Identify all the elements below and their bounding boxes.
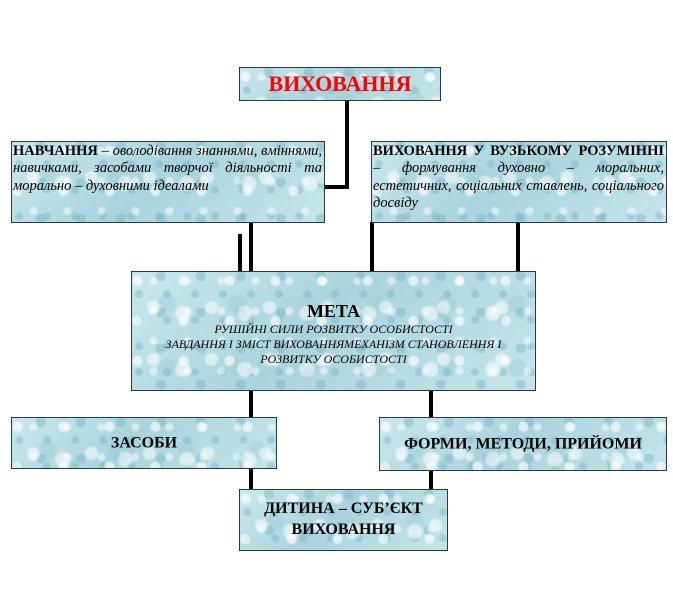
connector-title-to-left-box [324, 185, 349, 189]
goal-heading: МЕТА [306, 301, 361, 321]
goal-box: МЕТА РУШІЙНІ СИЛИ РОЗВИТКУ ОСОБИСТОСТІ З… [131, 271, 536, 391]
goal-content: МЕТА РУШІЙНІ СИЛИ РОЗВИТКУ ОСОБИСТОСТІ З… [132, 301, 535, 367]
learning-term: НАВЧАННЯ [13, 143, 98, 159]
connector-right-box-b [516, 222, 520, 272]
connector-left-box-b [249, 222, 253, 272]
connector-means-to-child [249, 468, 253, 490]
connector-center-to-forms [429, 390, 433, 418]
means-text: ЗАСОБИ [110, 434, 178, 452]
title-box: ВИХОВАННЯ [239, 67, 441, 101]
title-text: ВИХОВАННЯ [268, 71, 412, 96]
goal-line-driving-forces: РУШІЙНІ СИЛИ РОЗВИТКУ ОСОБИСТОСТІ [214, 321, 453, 336]
learning-text: НАВЧАННЯ – оволодівання знаннями, вміння… [13, 143, 322, 195]
learning-box: НАВЧАННЯ – оволодівання знаннями, вміння… [11, 141, 325, 223]
means-box: ЗАСОБИ [11, 417, 277, 469]
learning-definition: – оволодівання знаннями, вміннями, навич… [13, 143, 322, 194]
forms-methods-text: ФОРМИ, МЕТОДИ, ПРИЙОМИ [404, 435, 642, 453]
child-subject-text: ДИТИНА – СУБ’ЄКТ ВИХОВАННЯ [240, 499, 447, 541]
child-subject-line1: ДИТИНА – СУБ’ЄКТ [264, 500, 423, 518]
connector-left-box-a [238, 234, 242, 272]
upbringing-narrow-text: ВИХОВАННЯ У ВУЗЬКОМУ РОЗУМІННІ – формува… [373, 143, 664, 213]
child-subject-line2: ВИХОВАННЯ [291, 521, 396, 538]
connector-forms-to-child [429, 470, 433, 490]
forms-methods-box: ФОРМИ, МЕТОДИ, ПРИЙОМИ [379, 417, 667, 471]
connector-center-to-means [249, 390, 253, 418]
connector-title-down [345, 100, 349, 188]
connector-right-box-a [370, 222, 374, 272]
upbringing-narrow-box: ВИХОВАННЯ У ВУЗЬКОМУ РОЗУМІННІ – формува… [371, 141, 667, 223]
upbringing-narrow-definition: – формування духовно – моральних, естети… [373, 160, 664, 212]
goal-line-tasks-mechanism: ЗАВДАННЯ І ЗМІСТ ВИХОВАННЯМЕХАНІЗМ СТАНО… [165, 336, 502, 366]
upbringing-narrow-term: ВИХОВАННЯ У ВУЗЬКОМУ РОЗУМІННІ [373, 143, 664, 159]
child-subject-box: ДИТИНА – СУБ’ЄКТ ВИХОВАННЯ [239, 489, 448, 551]
